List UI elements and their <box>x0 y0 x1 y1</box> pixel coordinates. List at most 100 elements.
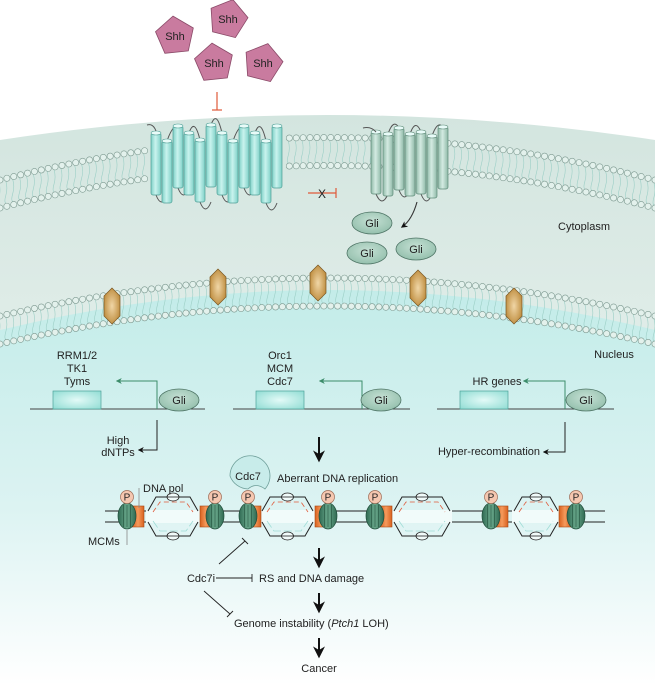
nuclear-pore <box>409 269 427 307</box>
patched-receptor <box>146 118 283 211</box>
outcome-hyper-recombination: Hyper-recombination <box>438 446 540 458</box>
target-gene-label: Tyms <box>64 376 91 388</box>
target-gene <box>52 390 102 410</box>
phosphate-group: P <box>321 490 335 504</box>
mcm-helicase: P <box>481 490 501 530</box>
shh-label: Shh <box>165 31 185 43</box>
smo-activates-gli-arrow <box>400 201 418 228</box>
transmembrane-helix <box>161 140 173 204</box>
target-gene <box>459 390 509 410</box>
nuclear-pore <box>505 287 523 325</box>
cdc7i-inhibits-replication <box>218 537 249 565</box>
blocked-mark: X <box>318 187 326 201</box>
gli-protein: Gli <box>351 211 393 235</box>
target-gene <box>255 390 305 410</box>
hyper-recombination-arrow <box>542 422 566 455</box>
gli-protein: Gli <box>346 241 388 265</box>
transcription-arrow <box>522 378 566 409</box>
transmembrane-helix <box>437 126 449 190</box>
cytoplasm-label: Cytoplasm <box>558 221 610 233</box>
nuclear-pore <box>103 287 121 325</box>
target-gene-label: MCM <box>267 363 293 375</box>
target-gene-label: TK1 <box>67 363 87 375</box>
shh-ligand: Shh <box>155 15 194 54</box>
phosphate-label: P <box>212 493 219 504</box>
shh-ligand: Shh <box>194 42 233 81</box>
pathway-step-rs: RS and DNA damage <box>259 573 364 585</box>
transmembrane-helix <box>150 132 162 196</box>
mcm-helicase: P <box>205 490 225 530</box>
nuclear-pore <box>209 268 227 306</box>
mcm-helicase: P <box>318 490 338 530</box>
phosphate-group: P <box>120 490 134 504</box>
mcm-helicase: P <box>117 490 137 530</box>
gli-bound <box>360 388 402 412</box>
gli-label: Gli <box>374 395 387 407</box>
nucleus-label: Nucleus <box>594 349 634 361</box>
mcm-helicase: P <box>365 490 385 530</box>
phosphate-label: P <box>573 493 580 504</box>
cdc7i-inhibits-genome <box>203 590 234 618</box>
nuclear-pores <box>103 264 523 325</box>
mcm-helicase: P <box>238 490 258 530</box>
replication-bubble <box>512 492 560 541</box>
transmembrane-helix <box>404 133 416 197</box>
phosphate-group: P <box>569 490 583 504</box>
phosphate-label: P <box>245 493 252 504</box>
replication-bubble <box>260 492 315 541</box>
shh-label: Shh <box>253 58 273 70</box>
inhibitor-label: Cdc7i <box>187 573 215 585</box>
shh-label: Shh <box>218 14 238 26</box>
transmembrane-helix <box>227 140 239 204</box>
target-gene-label: Orc1 <box>268 350 292 362</box>
transmembrane-helix <box>194 139 206 203</box>
transmembrane-helix <box>205 124 217 188</box>
target-gene-label: Cdc7 <box>267 376 293 388</box>
transmembrane-helix <box>238 125 250 189</box>
transmembrane-helix <box>426 135 438 199</box>
transcription-arrow <box>115 378 158 409</box>
phosphate-group: P <box>241 490 255 504</box>
dna-pol-label: DNA pol <box>143 483 183 495</box>
phosphate-label: P <box>325 493 332 504</box>
phosphate-label: P <box>124 493 131 504</box>
cdc7i-inhibits-rs <box>216 574 253 582</box>
gli-label: Gli <box>365 218 378 230</box>
pathway-step-genome: Genome instability (Ptch1 LOH) <box>234 618 389 630</box>
shh-ligand: Shh <box>210 0 249 39</box>
cdc7-kinase: Cdc7 <box>229 455 271 490</box>
outcome-dntps: dNTPs <box>101 447 135 459</box>
mcms-label: MCMs <box>88 536 120 548</box>
shh-inhibits-ptch-arrow <box>212 92 222 111</box>
nucleus-region <box>0 290 655 685</box>
nuclear-pore <box>309 264 327 302</box>
transmembrane-helix <box>382 133 394 197</box>
target-gene-label: HR genes <box>473 376 522 388</box>
replication-title: Aberrant DNA replication <box>277 473 398 485</box>
transmembrane-helix <box>415 131 427 195</box>
shh-label: Shh <box>204 58 224 70</box>
gli-bound <box>565 388 607 412</box>
transmembrane-helix <box>183 132 195 196</box>
gli-protein: Gli <box>395 237 437 261</box>
transmembrane-helix <box>271 125 283 189</box>
transmembrane-helix <box>393 127 405 191</box>
outcome-high: High <box>107 435 130 447</box>
replication-bubble <box>392 492 452 541</box>
smoothened-receptor <box>362 123 449 202</box>
gli-bound <box>158 388 200 412</box>
phosphate-label: P <box>488 493 495 504</box>
cdc7-kinase-label: Cdc7 <box>235 471 261 483</box>
phosphate-group: P <box>208 490 222 504</box>
high-dntps-arrow <box>137 420 158 453</box>
gli-label: Gli <box>360 248 373 260</box>
transmembrane-helix <box>172 125 184 189</box>
